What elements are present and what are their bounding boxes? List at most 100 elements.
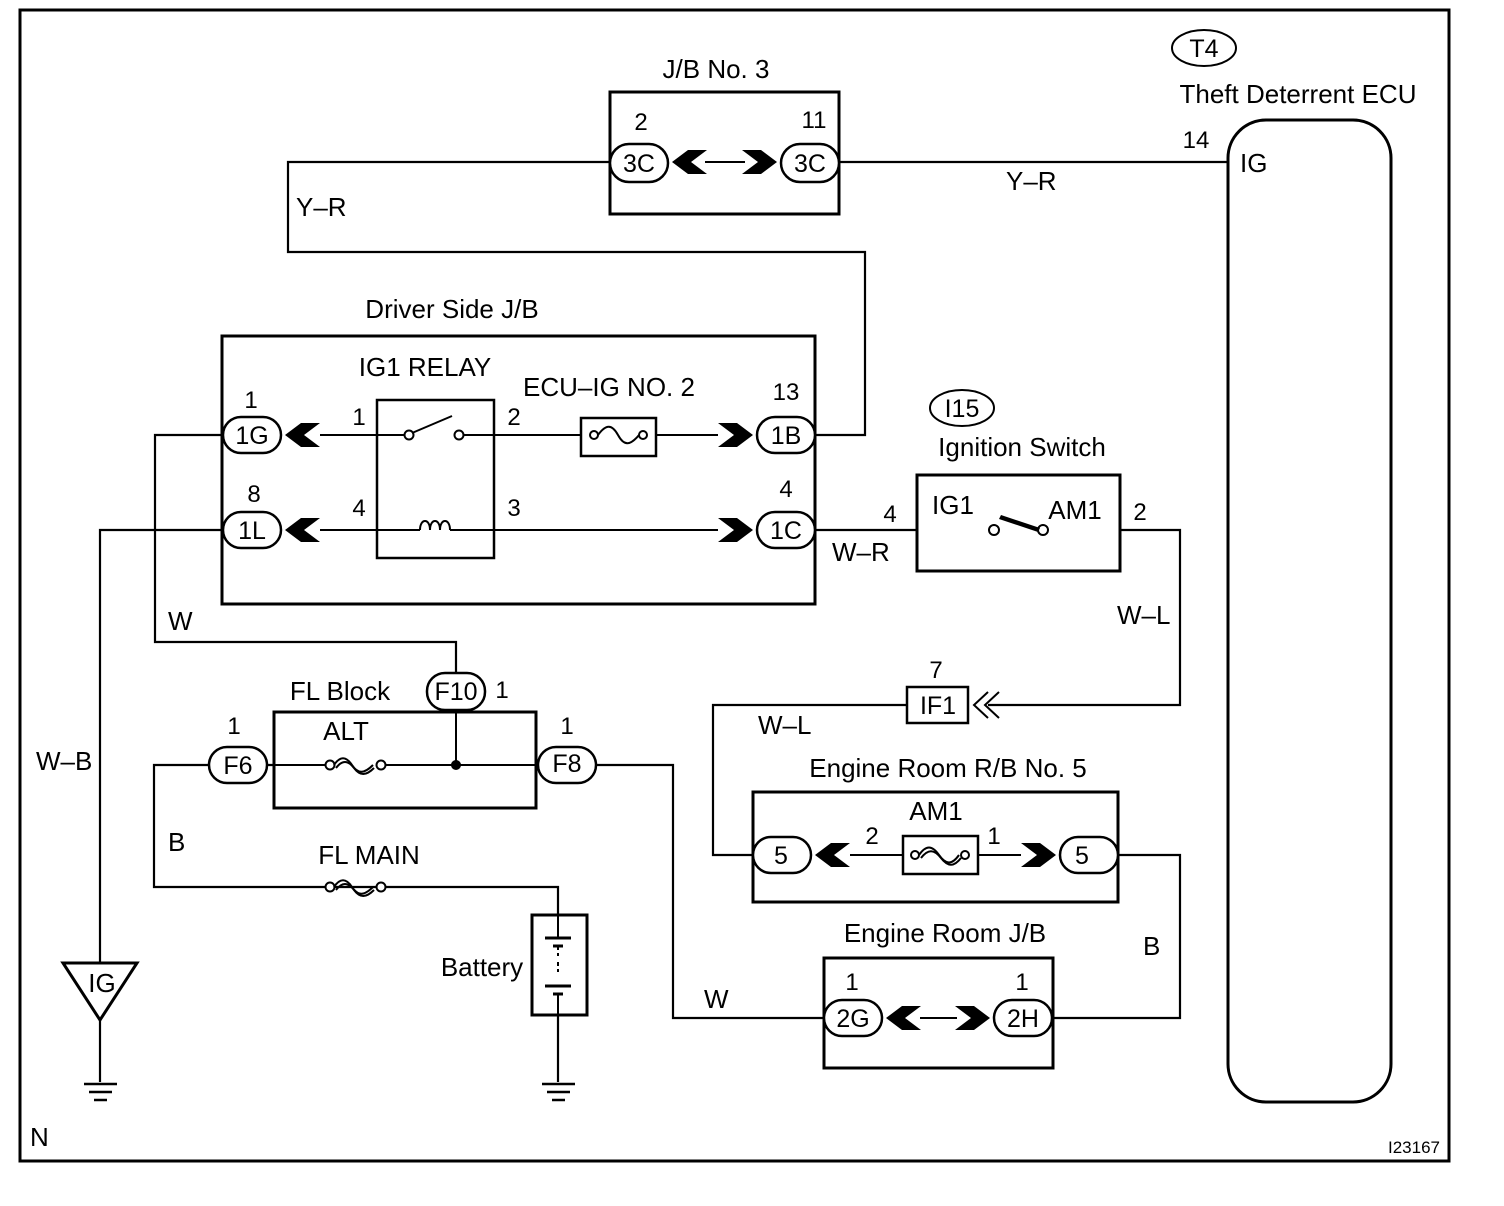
f10-conn: F10 [434, 678, 477, 706]
ig-triangle [60, 961, 140, 1023]
f6-pin: 1 [227, 713, 240, 740]
rb5-right-connector [1058, 835, 1120, 875]
wire-label-wl-right: W–L [1117, 600, 1170, 630]
fl-block-box [272, 710, 538, 810]
jb3-box [608, 90, 841, 216]
ecu-ig-fuse-box [579, 416, 658, 458]
c2g-connector [822, 998, 884, 1038]
rb5-right-pin: 1 [987, 823, 1000, 850]
wire-w-top [153, 433, 458, 676]
ign-contact-right [1037, 524, 1049, 536]
theft-deterrent-ecu: T4 Theft Deterrent ECU 14 IG [1171, 29, 1417, 1104]
am1-fuse-label: AM1 [909, 796, 962, 826]
driver-jb-box [220, 334, 817, 606]
rb5-title: Engine Room R/B No. 5 [809, 753, 1086, 783]
battery-box [530, 913, 589, 1017]
ecu-pin: 14 [1183, 127, 1210, 154]
ecu-body [1226, 118, 1393, 1104]
ign-switch-box [915, 473, 1122, 573]
wire-b-right [1053, 853, 1182, 1020]
if1-arrow-1 [972, 691, 989, 719]
rb5-right-arrow [1021, 843, 1056, 867]
erjb-right-arrow [955, 1006, 990, 1030]
frame-corner-left: N [30, 1122, 49, 1152]
c1b-arrow [718, 423, 753, 447]
wire-label-b-right: B [1143, 931, 1160, 961]
ecu-code: T4 [1189, 35, 1218, 63]
c1l-pin: 8 [247, 481, 260, 508]
jb3-left-connector [608, 142, 670, 184]
relay-pin-4: 4 [352, 495, 365, 522]
wire-label-w-bottom: W [704, 984, 729, 1014]
rb5-box [751, 790, 1120, 904]
c1l-arrow [285, 518, 320, 542]
ecu-ig-fuse-label: ECU–IG NO. 2 [523, 372, 695, 402]
diagram-id: I23167 [1388, 1138, 1440, 1157]
fl-main-label: FL MAIN [318, 840, 420, 870]
f6-conn: F6 [223, 752, 252, 780]
if1-arrow-2 [983, 691, 1000, 719]
wire-label-wb: W–B [36, 746, 92, 776]
jb3-left-conn: 3C [623, 150, 655, 178]
relay-pin-1: 1 [352, 404, 365, 431]
c2g-conn: 2G [836, 1005, 869, 1033]
relay-coil [419, 520, 451, 531]
relay-label: IG1 RELAY [359, 352, 491, 382]
if1-conn: IF1 [920, 692, 956, 720]
f8-conn: F8 [552, 750, 581, 778]
rb5-left-arrow [815, 843, 850, 867]
f10-pin: 1 [495, 677, 508, 704]
ecu-title: Theft Deterrent ECU [1180, 79, 1417, 109]
ign-pin-left: 4 [883, 501, 896, 528]
c1g-arrow [285, 423, 320, 447]
relay-switch-arm [411, 415, 453, 434]
c1c-arrow [718, 518, 753, 542]
ign-code-oval [929, 389, 995, 427]
wire-wb [98, 528, 223, 963]
jb3-left-arrow [672, 150, 707, 174]
relay-contact-left [403, 429, 415, 441]
c1g-connector [221, 415, 283, 455]
ign-ig1-label: IG1 [932, 490, 974, 520]
ig-ground-label: IG [88, 968, 115, 998]
ign-code: I15 [945, 395, 980, 423]
diagram-frame [18, 8, 1451, 1163]
wire-label-wl-left: W–L [758, 710, 811, 740]
rb5-right-conn: 5 [1075, 842, 1089, 870]
driver-jb-title: Driver Side J/B [365, 294, 538, 324]
rb5-left-pin: 2 [865, 823, 878, 850]
jb3-left-pin: 2 [634, 109, 647, 136]
erjb-right-pin: 1 [1015, 969, 1028, 996]
c1b-conn: 1B [771, 422, 802, 450]
wire-label-yr-right: Y–R [1006, 166, 1057, 196]
wire-b-left [152, 763, 560, 915]
wire-w-bottom [536, 763, 824, 1020]
alt-label: ALT [323, 716, 369, 746]
wire-label-b-left: B [168, 827, 185, 857]
c1c-pin: 4 [779, 476, 792, 503]
ig1-relay-box [375, 398, 496, 560]
erjb-left-pin: 1 [845, 969, 858, 996]
jb3-right-conn: 3C [794, 150, 826, 178]
fl-block-title: FL Block [290, 676, 391, 706]
fl-block: FL Block F10 1 1 F6 1 F8 ALT [207, 671, 598, 810]
c1c-conn: 1C [770, 517, 802, 545]
wires [98, 160, 1228, 1082]
ecu-code-oval [1171, 29, 1237, 67]
engine-room-rb5: Engine Room R/B No. 5 5 5 2 1 AM1 [751, 753, 1120, 904]
wire-label-yr-left: Y–R [296, 192, 347, 222]
ign-pin-right: 2 [1133, 499, 1146, 526]
ign-am1-label: AM1 [1048, 495, 1101, 525]
relay-pin-3: 3 [507, 495, 520, 522]
erjb-title: Engine Room J/B [844, 918, 1046, 948]
jb-no3: J/B No. 3 2 11 3C 3C [608, 54, 841, 216]
relay-contact-right [453, 429, 465, 441]
wire-label-wr: W–R [832, 537, 890, 567]
c1c-connector [755, 510, 817, 550]
engine-room-jb: Engine Room J/B 1 1 2G 2H [822, 918, 1055, 1070]
c1g-pin: 1 [244, 387, 257, 414]
if1-pin: 7 [929, 657, 942, 684]
if1-box [905, 685, 970, 725]
c1g-conn: 1G [235, 422, 268, 450]
